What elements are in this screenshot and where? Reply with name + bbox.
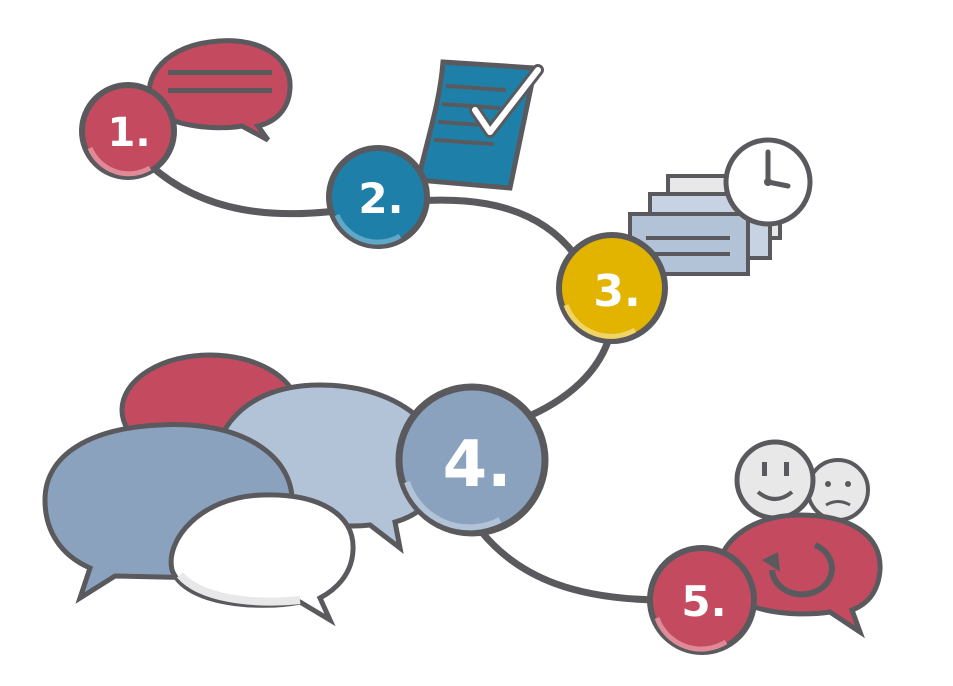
conversation-bubbles-icon — [42, 352, 443, 627]
step-5-label: 5. — [681, 577, 726, 626]
step-2-node: 2. — [326, 145, 430, 249]
feedback-faces-cycle-icon — [716, 439, 883, 639]
step-1-label: 1. — [107, 110, 150, 156]
step-4-node: 4. — [395, 383, 549, 537]
step-4-label: 4. — [443, 428, 512, 502]
step-3-label: 3. — [593, 266, 640, 317]
step-2-label: 2. — [358, 174, 403, 223]
step-5-node: 5. — [647, 545, 757, 655]
document-checkmark-icon — [414, 59, 544, 191]
step-3-node: 3. — [556, 232, 668, 344]
step-1-node: 1. — [79, 82, 177, 180]
document-stack-clock-icon — [628, 137, 813, 276]
speech-bubble-lines-icon — [146, 38, 293, 143]
